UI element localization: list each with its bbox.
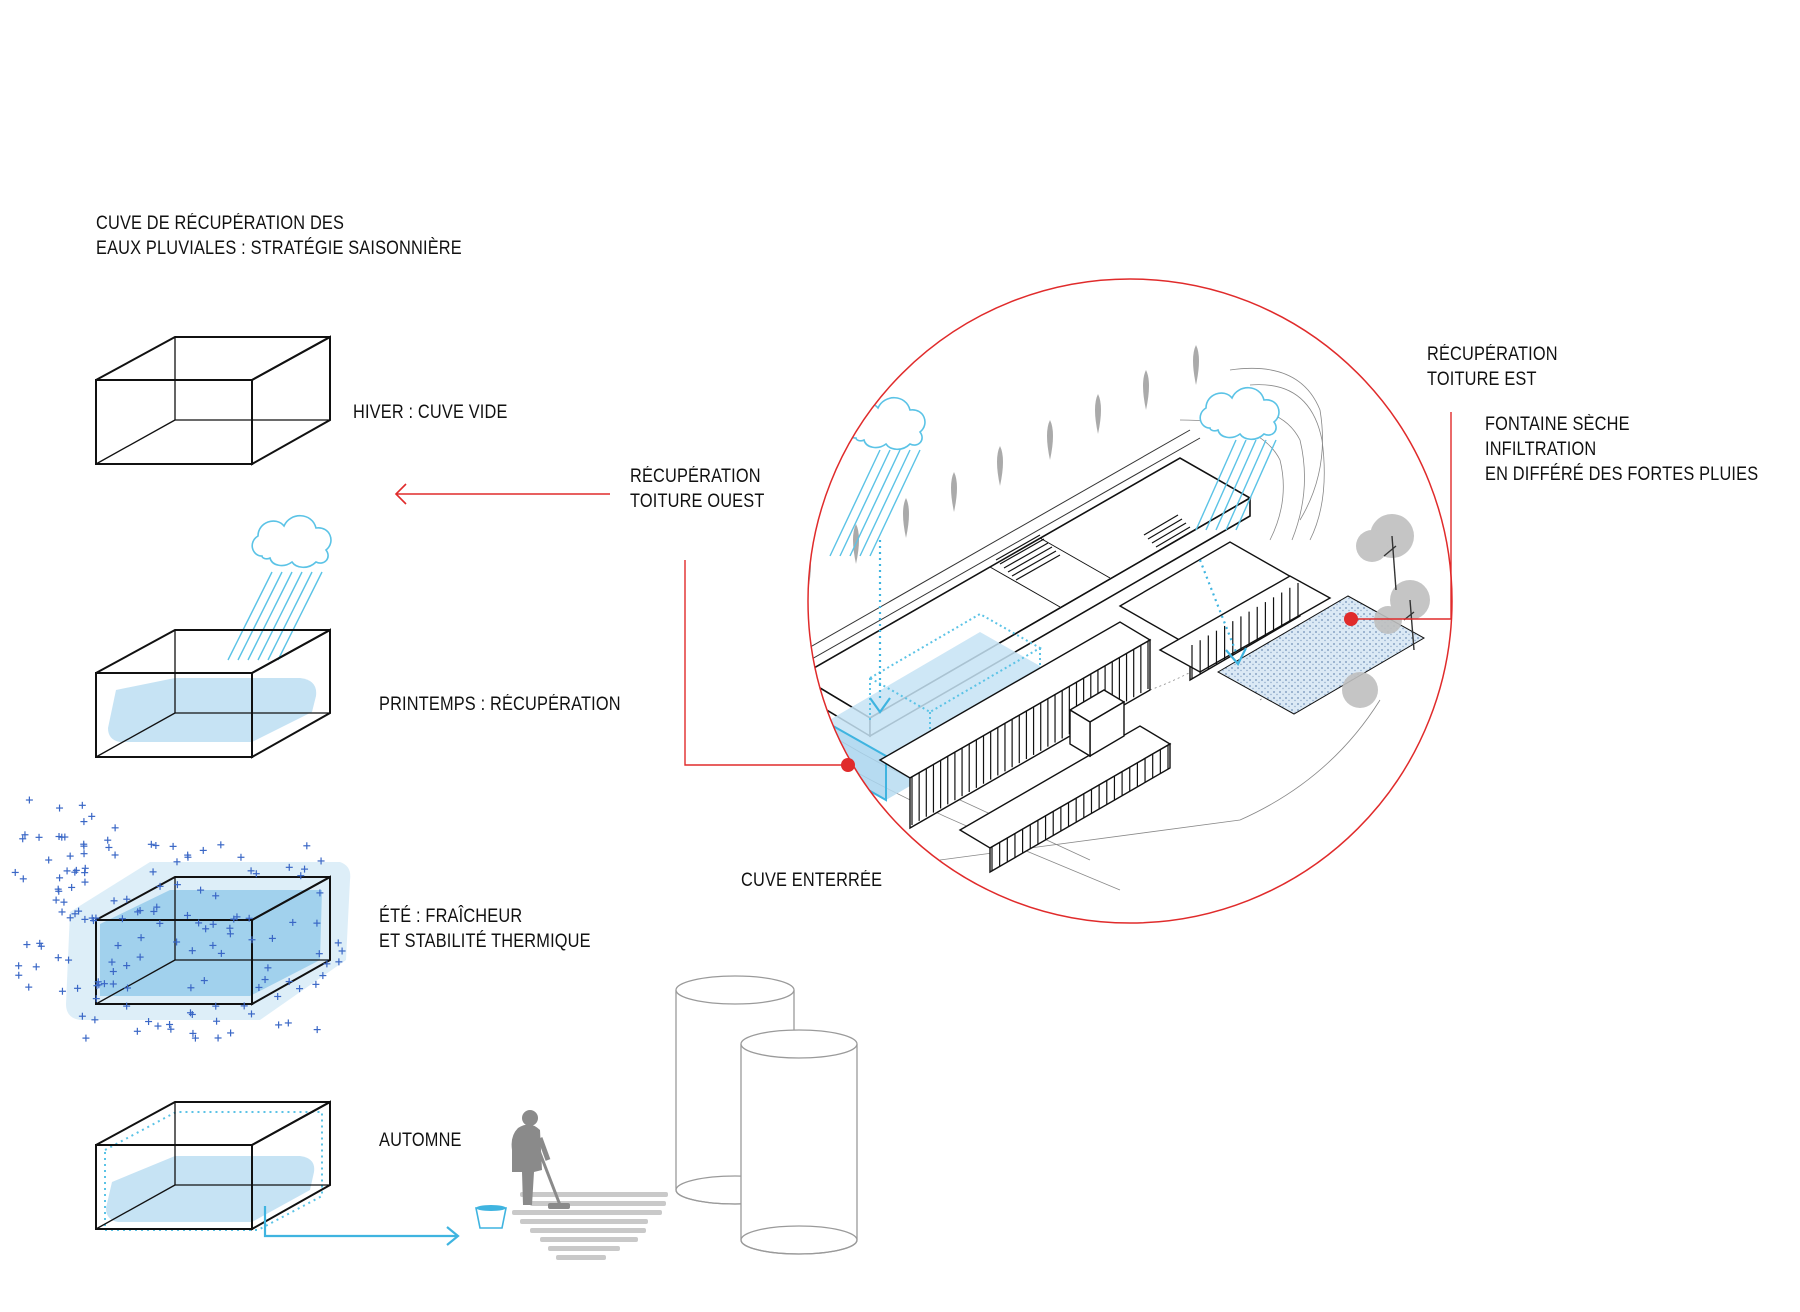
title-line-2: EAUX PLUVIALES : STRATÉGIE SAISONNIÈRE — [96, 238, 462, 259]
title-line-1: CUVE DE RÉCUPÉRATION DES — [96, 213, 345, 234]
cooling-particles — [11, 796, 346, 1042]
red-arrow-left — [394, 483, 610, 505]
west-roof-label: RÉCUPÉRATION TOITURE OUEST — [630, 466, 765, 512]
buried-tank-label: CUVE ENTERRÉE — [741, 870, 883, 891]
west-roof-leader — [684, 560, 855, 772]
spring-tank-with-rain — [95, 514, 332, 759]
water-bucket-icon — [475, 1205, 507, 1229]
site-axonometric — [808, 345, 1430, 891]
east-roof-label: RÉCUPÉRATION TOITURE EST — [1427, 344, 1558, 390]
spring-label: PRINTEMPS : RÉCUPÉRATION — [379, 694, 621, 715]
fountain-label: FONTAINE SÈCHE INFILTRATION EN DIFFÉRÉ D… — [1485, 414, 1759, 485]
winter-empty-tank — [95, 335, 331, 466]
summer-label: ÉTÉ : FRAÎCHEUR ET STABILITÉ THERMIQUE — [379, 906, 591, 952]
summer-tank-cool-aura — [11, 796, 351, 1042]
east-roof-cloud-icon — [1195, 386, 1280, 666]
west-roof-cloud-icon — [829, 396, 926, 714]
site-focus-circle — [807, 278, 1453, 924]
drain-arrow — [263, 1206, 460, 1246]
diagram-title: CUVE DE RÉCUPÉRATION DES EAUX PLUVIALES … — [96, 211, 462, 261]
storage-cylinders — [675, 975, 858, 1255]
person-mopping-icon — [475, 1110, 668, 1260]
rain-cloud-icon — [227, 514, 332, 661]
winter-label: HIVER : CUVE VIDE — [353, 402, 508, 423]
autumn-tank-draining — [95, 1100, 460, 1246]
autumn-label: AUTOMNE — [379, 1130, 462, 1151]
fountain-leader — [1344, 412, 1452, 626]
dry-fountain-basin — [1216, 595, 1426, 715]
